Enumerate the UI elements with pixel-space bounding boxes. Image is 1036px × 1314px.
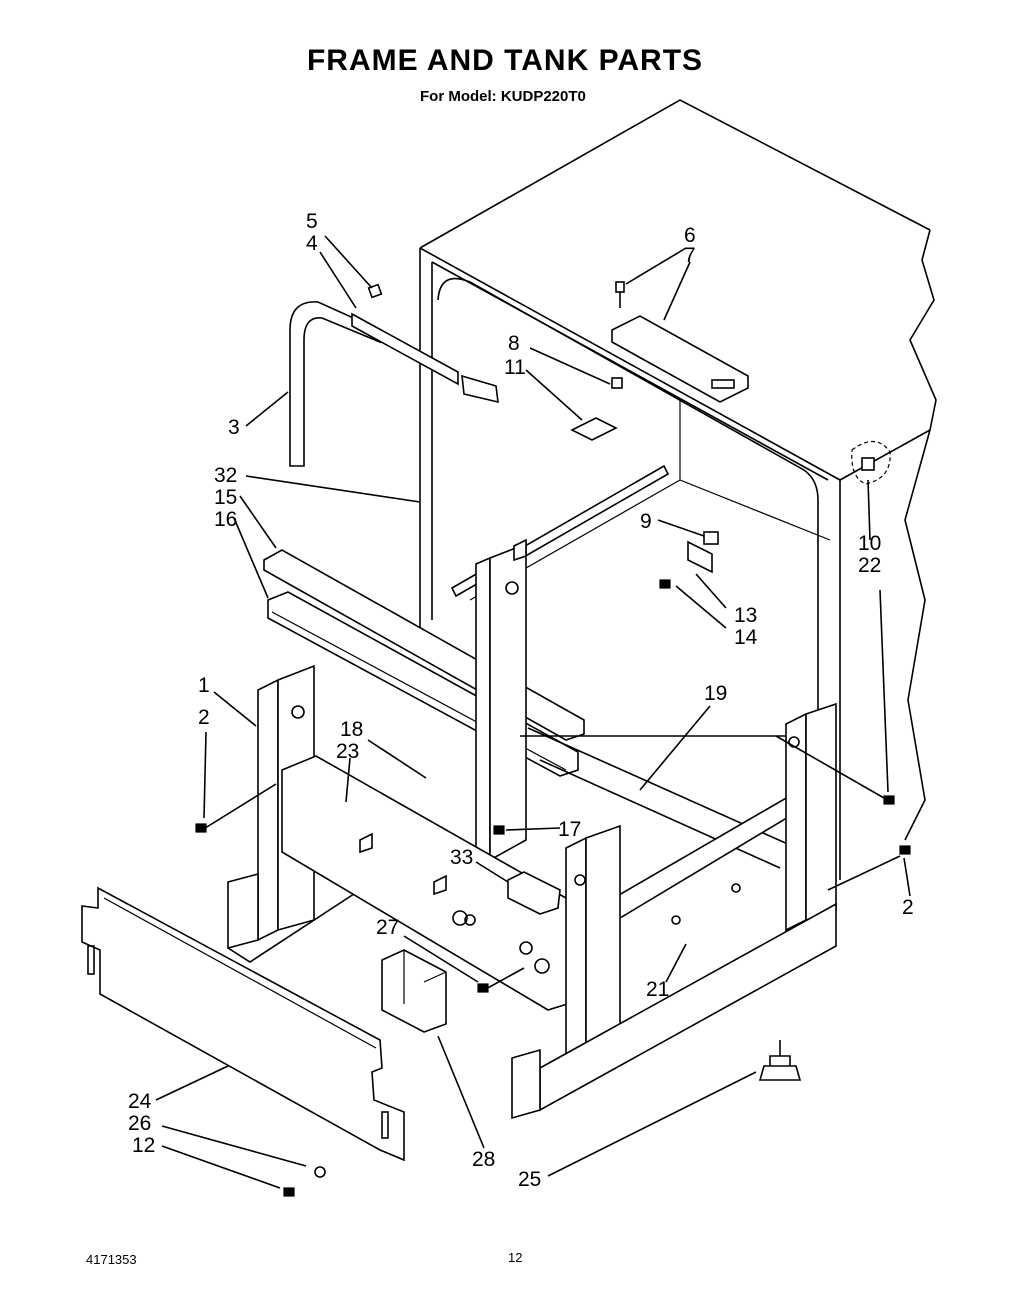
callout-7: 7 — [684, 244, 696, 267]
upper-rail — [351, 312, 499, 404]
callout-14: 14 — [734, 626, 758, 649]
callout-2-left: 2 — [198, 706, 210, 729]
callout-3: 3 — [228, 416, 240, 439]
page-number: 12 — [508, 1250, 523, 1265]
callout-32: 32 — [214, 464, 237, 487]
callout-18: 18 — [340, 718, 363, 741]
callout-9: 9 — [640, 510, 652, 533]
model-subtitle: For Model: KUDP220T0 — [420, 88, 586, 105]
callout-19: 19 — [704, 682, 727, 705]
callout-5: 5 — [306, 210, 318, 233]
callout-27: 27 — [376, 916, 399, 939]
callout-10: 10 — [858, 532, 881, 555]
callout-33: 33 — [450, 846, 473, 869]
callout-16: 16 — [214, 508, 237, 531]
callout-13: 13 — [734, 604, 757, 627]
callout-24: 24 — [128, 1090, 152, 1113]
callout-8: 8 — [508, 332, 520, 355]
callout-11: 11 — [504, 356, 526, 379]
callout-23: 23 — [336, 740, 359, 763]
callout-17: 17 — [558, 818, 581, 841]
callout-labels: 5 4 3 6 7 8 11 32 15 16 9 10 22 13 14 1 … — [128, 210, 914, 1191]
kickplate-panel — [81, 886, 405, 1162]
callout-26: 26 — [128, 1112, 151, 1135]
right-rear-post — [785, 702, 837, 932]
callout-1: 1 — [198, 674, 210, 697]
base-rail — [511, 902, 837, 1120]
leveling-leg — [758, 1040, 802, 1081]
callout-22: 22 — [858, 554, 881, 577]
tank-outline — [419, 99, 937, 880]
callout-4: 4 — [306, 232, 318, 255]
right-front-post — [565, 824, 621, 1076]
leader-lines — [155, 235, 911, 1189]
callout-6: 6 — [684, 224, 696, 247]
callout-28: 28 — [472, 1148, 495, 1171]
hardware-screws — [195, 440, 911, 1197]
rear-bracket — [611, 315, 749, 403]
center-post — [475, 538, 527, 868]
pad-33 — [507, 871, 561, 915]
callout-15: 15 — [214, 486, 237, 509]
clip-part — [570, 377, 623, 441]
callout-2-right: 2 — [902, 896, 914, 919]
electrical-box — [381, 949, 447, 1033]
callout-12: 12 — [132, 1134, 155, 1157]
document-number: 4171353 — [86, 1252, 137, 1267]
callout-21: 21 — [646, 978, 669, 1001]
callout-25: 25 — [518, 1168, 541, 1191]
screw-6 — [615, 281, 625, 308]
page-title: FRAME AND TANK PARTS — [306, 44, 704, 77]
front-crossbar — [281, 755, 581, 1011]
